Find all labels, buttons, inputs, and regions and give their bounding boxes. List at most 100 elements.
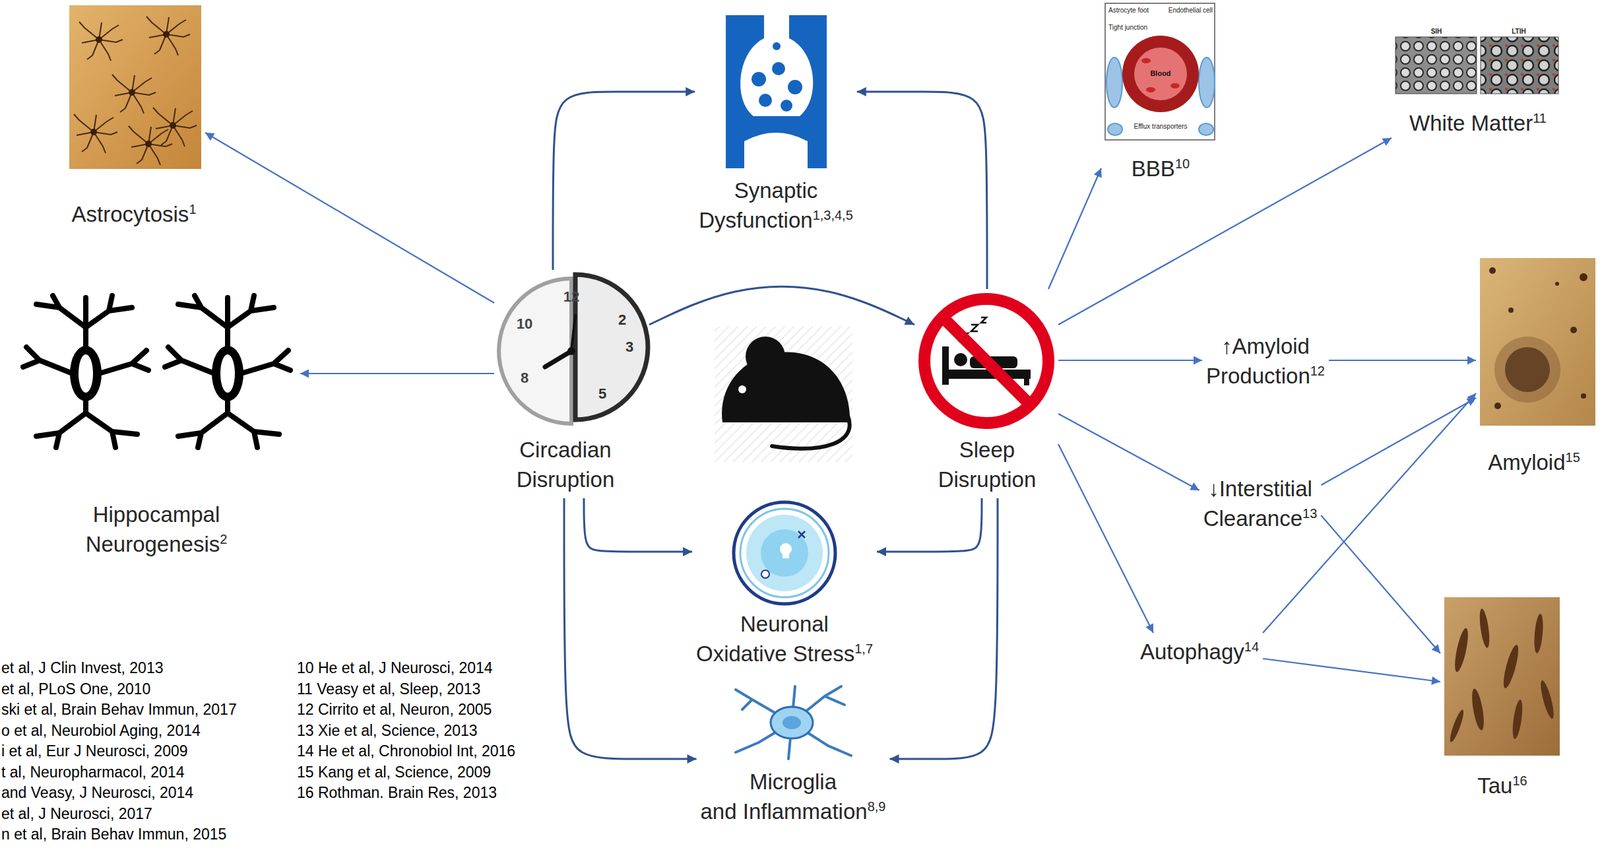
astrocyte-micrograph bbox=[73, 114, 118, 154]
blood-brain-barrier-figure bbox=[1105, 3, 1215, 140]
caption-block: Autophagy14 bbox=[1140, 636, 1259, 667]
arrow-connector bbox=[1320, 515, 1441, 654]
white-matter-micrograph bbox=[1395, 36, 1477, 94]
reference-number: 14 bbox=[1244, 639, 1259, 654]
caption-block: ↓Interstitial Clearance13 bbox=[1203, 473, 1318, 534]
amyloid-plaque-micrograph bbox=[1494, 402, 1502, 410]
mouse-icon bbox=[721, 352, 850, 423]
arrow-connector bbox=[1262, 658, 1441, 682]
clock-numeral: 8 bbox=[520, 369, 529, 386]
arrow-connector bbox=[1058, 359, 1203, 361]
reference-entry: 12 Cirrito et al, Neuron, 2005 bbox=[296, 700, 492, 718]
node-label: BBB bbox=[1131, 156, 1176, 181]
reference-number: 1,3,4,5 bbox=[812, 207, 854, 223]
figure-annotation: Blood bbox=[1150, 69, 1171, 78]
caption-block: Sleep Disruption bbox=[938, 434, 1037, 495]
astrocyte-micrograph bbox=[112, 74, 156, 114]
reference-entry: i et al, Eur J Neurosci, 2009 bbox=[1, 742, 189, 760]
tau-tangle-micrograph bbox=[1477, 607, 1492, 648]
tau-tangle-micrograph bbox=[1532, 613, 1544, 654]
amyloid-plaque-micrograph bbox=[1570, 326, 1577, 334]
arrow-connector bbox=[889, 498, 998, 759]
broken-clock bbox=[571, 315, 576, 352]
reference-number: 2 bbox=[219, 531, 227, 547]
no-sleep-sign bbox=[944, 369, 1031, 379]
figure-node: Hippocampal Neurogenesis2 bbox=[14, 289, 301, 563]
tau-tangle-micrograph bbox=[1447, 708, 1466, 743]
caption-block: Neuronal Oxidative Stress1,7 bbox=[696, 608, 873, 669]
clock-numeral: 5 bbox=[598, 385, 607, 402]
microglia-cell bbox=[782, 715, 801, 730]
reference-number: 1,7 bbox=[854, 641, 873, 656]
caption-block: Microglia and Inflammation8,9 bbox=[700, 766, 887, 827]
reference-entry: 16 Rothman. Brain Res, 2013 bbox=[296, 783, 497, 801]
reference-entry: ski et al, Brain Behav Immun, 2017 bbox=[1, 700, 237, 718]
reference-number: 12 bbox=[1310, 363, 1325, 379]
arrow-connector bbox=[649, 287, 915, 326]
blood-brain-barrier-figure bbox=[1134, 47, 1187, 101]
amyloid-plaque-micrograph bbox=[1580, 393, 1587, 399]
caption-block: Amyloid15 bbox=[1487, 447, 1581, 478]
microglia-cell bbox=[770, 706, 813, 739]
amyloid-plaque-micrograph bbox=[1579, 273, 1588, 282]
caption-block: Tau16 bbox=[1477, 770, 1527, 801]
synapse-icon bbox=[787, 79, 803, 95]
figure-annotation: Tight junction bbox=[1108, 23, 1148, 32]
reference-number: 8,9 bbox=[867, 799, 887, 814]
caption-block: ↑Amyloid Production12 bbox=[1206, 331, 1325, 391]
tau-tangle-micrograph bbox=[1444, 597, 1560, 756]
white-matter-micrograph bbox=[1480, 36, 1559, 94]
mouse-icon bbox=[738, 385, 747, 394]
reference-number: 13 bbox=[1302, 506, 1317, 521]
blood-brain-barrier-figure bbox=[1105, 3, 1215, 140]
caption-block: Synaptic Dysfunction1,3,4,5 bbox=[698, 175, 854, 235]
synapse-icon bbox=[744, 132, 808, 169]
oxidative-stress-icon bbox=[760, 529, 809, 577]
caption-block: White Matter11 bbox=[1409, 108, 1547, 138]
node-label: Microglia and Inflammation bbox=[700, 769, 868, 824]
arrow-connector bbox=[300, 372, 495, 375]
no-sleep-sign bbox=[924, 298, 1049, 423]
blood-brain-barrier-figure bbox=[1122, 35, 1199, 113]
astrocyte-micrograph bbox=[153, 107, 197, 147]
reference-entry: t al, Neuropharmacol, 2014 bbox=[1, 763, 185, 781]
broken-clock bbox=[498, 278, 572, 424]
synapse-icon bbox=[751, 71, 767, 87]
oxidative-stress-icon bbox=[782, 552, 790, 559]
panel-label: LTIH bbox=[1511, 27, 1526, 36]
blood-brain-barrier-figure bbox=[1106, 57, 1123, 108]
synapse-icon bbox=[740, 15, 813, 117]
arrow-connector bbox=[857, 91, 988, 289]
reference-number: 1 bbox=[188, 201, 196, 217]
reference-entry: o et al, Neurobiol Aging, 2014 bbox=[1, 721, 201, 739]
reference-entry: et al, J Neurosci, 2017 bbox=[1, 804, 153, 823]
oxidative-stress-icon bbox=[746, 514, 823, 592]
no-sleep-sign bbox=[942, 346, 949, 385]
no-sleep-sign bbox=[924, 298, 1049, 423]
mouse-icon bbox=[771, 415, 850, 449]
astrocyte-micrograph bbox=[69, 5, 202, 169]
tau-tangle-micrograph bbox=[1444, 597, 1560, 756]
astrocyte-micrograph bbox=[128, 126, 173, 165]
oxidative-stress-icon bbox=[733, 502, 836, 604]
figure-node: Autophagy14 bbox=[1136, 632, 1263, 671]
arrow-connector bbox=[1048, 168, 1102, 289]
reference-number: 16 bbox=[1512, 773, 1527, 788]
caption-block: Astrocytosis1 bbox=[71, 199, 197, 229]
figure-node: Amyloid15 bbox=[1475, 254, 1600, 481]
reference-entry: et al, PLoS One, 2010 bbox=[1, 680, 151, 698]
node-label: Hippocampal Neurogenesis bbox=[85, 502, 221, 557]
microglia-cell bbox=[735, 686, 852, 759]
node-label: White Matter bbox=[1409, 110, 1533, 136]
reference-number: 15 bbox=[1565, 449, 1581, 465]
mouse-icon bbox=[745, 336, 786, 377]
node-label: ↓Interstitial Clearance bbox=[1203, 476, 1313, 531]
synapse-icon bbox=[780, 99, 793, 112]
figure-node: Sleep Disruption bbox=[914, 288, 1059, 499]
blood-brain-barrier-figure bbox=[1141, 58, 1151, 64]
astrocyte-micrograph bbox=[69, 5, 202, 169]
reference-entry: 15 Kang et al, Science, 2009 bbox=[296, 763, 491, 781]
arrow-connector bbox=[876, 498, 982, 552]
arrow-connector bbox=[1058, 444, 1154, 633]
